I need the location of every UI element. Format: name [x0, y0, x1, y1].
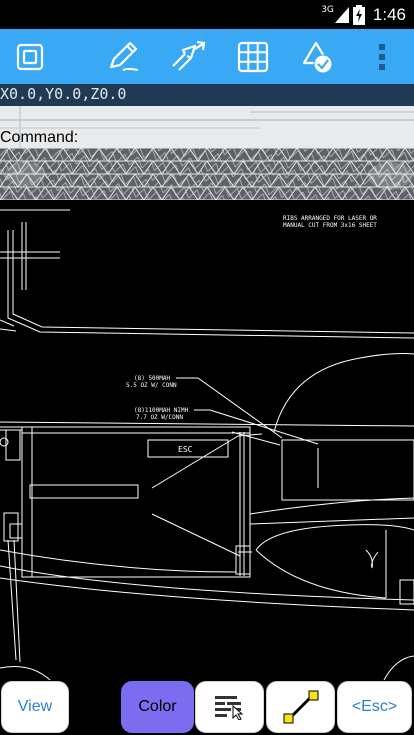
grid-icon: [237, 41, 269, 72]
signal-icon: [334, 6, 349, 23]
color-button[interactable]: Color: [121, 681, 194, 733]
command-background-drawing: [0, 106, 414, 148]
note-battery1-line1: (8) 500MAH: [134, 375, 171, 382]
network-type: 3G: [321, 4, 334, 15]
coordinate-bar: [0, 84, 414, 106]
more-menu-button[interactable]: [357, 29, 407, 84]
note-ribs-line2: MANUAL CUT FROM 3x16 SHEET: [283, 222, 377, 229]
bottom-bar: View Color <Esc>: [0, 680, 414, 735]
line-tool-button[interactable]: [266, 681, 335, 733]
esc-label: ESC: [178, 445, 193, 454]
note-ribs-line1: RIBS ARRANGED FOR LASER OR: [283, 215, 377, 222]
escape-button[interactable]: <Esc>: [337, 681, 412, 733]
layers-button[interactable]: [195, 681, 264, 733]
pencil-icon: [109, 41, 139, 71]
view-window-button[interactable]: [5, 29, 55, 84]
top-toolbar: [0, 29, 414, 84]
note-battery2-line1: (8)1100MAH NIMH: [134, 407, 189, 414]
more-vert-icon: [379, 43, 385, 70]
view-button[interactable]: View: [1, 681, 69, 733]
draw-button[interactable]: [98, 29, 148, 84]
coordinate-readout: X0.0,Y0.0,Z0.0: [0, 85, 127, 103]
note-battery1-line2: 5.5 OZ W/ CONN: [126, 382, 177, 389]
battery-icon: [352, 4, 365, 25]
clock: 1:46: [372, 4, 406, 24]
view-window-icon: [16, 43, 44, 70]
mesh-strip: [0, 148, 414, 200]
triangle-mesh: [0, 148, 414, 200]
edit-arrows-icon: [172, 40, 206, 71]
shapes-icon: [302, 41, 333, 73]
grid-button[interactable]: [228, 29, 278, 84]
status-bar: 3G 1:46: [0, 0, 414, 29]
line-tool-icon: [283, 690, 318, 724]
drawing-canvas[interactable]: RIBS ARRANGED FOR LASER OR MANUAL CUT FR…: [0, 200, 414, 681]
command-label: Command:: [0, 129, 79, 146]
layers-icon: [214, 696, 243, 720]
command-area[interactable]: [0, 106, 414, 148]
shapes-button[interactable]: [293, 29, 343, 84]
cad-drawing: RIBS ARRANGED FOR LASER OR MANUAL CUT FR…: [0, 209, 414, 681]
note-battery2-line2: 7.7 OZ W/CONN: [136, 414, 183, 421]
modify-button[interactable]: [163, 29, 213, 84]
